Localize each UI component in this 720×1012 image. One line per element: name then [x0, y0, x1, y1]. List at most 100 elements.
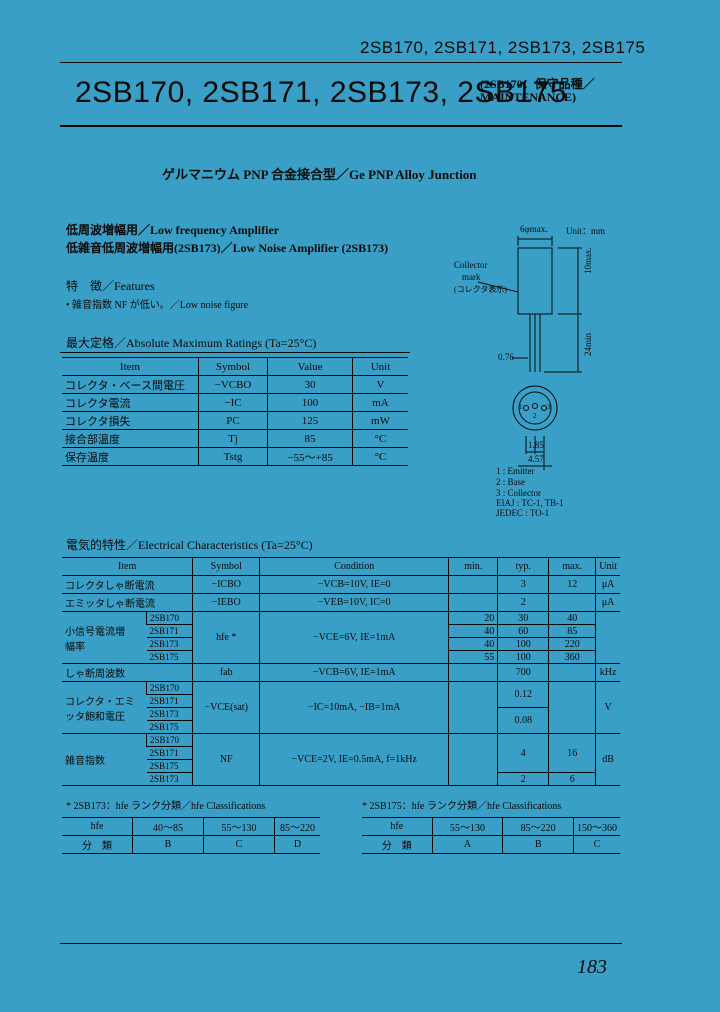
maintenance-note-line2: MAINTENANCE) — [480, 90, 576, 104]
pin-collector: 3 : Collector — [496, 488, 541, 498]
eiaj-label: EIAJ : TC-1, TB-1 — [496, 498, 564, 508]
cell: コレクタしゃ断電流 — [62, 575, 193, 594]
application-1: 低周波増幅用／Low frequency Amplifier — [66, 223, 280, 237]
application-2: 低雑音低周波増幅用(2SB173)／Low Noise Amplifier (2… — [66, 241, 389, 255]
table-row: 小信号電流増 幅率 2SB170 hfe * −VCE=6V, IE=1mA 2… — [62, 611, 620, 664]
cell: 接合部温度 — [62, 429, 199, 448]
cell: 2SB171 — [146, 746, 193, 760]
cell — [548, 681, 596, 734]
vcesat-item-line2: ッタ飽和電圧 — [65, 711, 125, 723]
cell: −VCE(sat) — [192, 681, 260, 734]
cell: −IEBO — [192, 593, 260, 612]
col-item: Item — [62, 557, 193, 576]
cell: −VEB=10V, IC=0 — [259, 593, 449, 612]
cell: 85 — [548, 624, 596, 638]
table-row: 2SB173 2 6 — [62, 772, 620, 786]
part-list-header: 2SB170, 2SB171, 2SB173, 2SB175 — [360, 38, 646, 57]
cell — [448, 663, 498, 682]
table-row: 保存温度 Tstg −55～+85 °C — [62, 447, 408, 466]
cell: D — [274, 835, 320, 854]
cell: 30 — [497, 611, 549, 625]
page-title: 2SB170, 2SB171, 2SB173, 2SB175 — [75, 76, 568, 109]
unit-label: Unit：mm — [566, 226, 606, 236]
class-173-heading: * 2SB173：hfe ランク分類／hfe Classifications — [66, 801, 266, 812]
cell: 40 — [448, 624, 498, 638]
cell — [595, 611, 620, 664]
col-symbol: Symbol — [192, 557, 260, 576]
cell: 85 — [267, 429, 353, 448]
cell: 4 — [497, 733, 549, 773]
cell: 55～130 — [431, 817, 503, 836]
cell: Tstg — [198, 447, 268, 466]
cell: コレクタ電流 — [62, 393, 199, 412]
cell: 分 類 — [62, 835, 133, 854]
package-body — [517, 247, 553, 315]
dim-b: 4.57 — [528, 454, 544, 464]
cell: 2SB175 — [146, 650, 193, 664]
abs-max-header-row: Item Symbol Value Unit — [62, 357, 408, 376]
table-row: 2SB171 — [62, 694, 620, 708]
cell: 雑音指数 — [62, 733, 147, 786]
cell: V — [595, 681, 620, 734]
cell: 20 — [448, 611, 498, 625]
cell: hfe * — [192, 611, 260, 664]
cell: mA — [352, 393, 408, 412]
table-row: 接合部温度 Tj 85 °C — [62, 429, 408, 448]
cell: コレクタ損失 — [62, 411, 199, 430]
cell: 2SB171 — [146, 624, 193, 638]
cell: −55～+85 — [267, 447, 353, 466]
cell: hfe — [62, 817, 133, 836]
cell: −IC=10mA, −IB=1mA — [259, 681, 449, 734]
col-unit: Unit — [352, 357, 408, 376]
pin-label-3: 3 — [547, 403, 551, 411]
pin-label-1: 1 — [519, 403, 523, 411]
cell: 12 — [548, 575, 596, 594]
col-unit: Unit — [595, 557, 620, 576]
cell: A — [431, 835, 503, 854]
cell: 2SB173 — [146, 772, 193, 786]
cell: エミッタしゃ断電流 — [62, 593, 193, 612]
cell: 2SB170 — [145, 681, 193, 695]
table-row: しゃ断周波数 fab −VCB=6V, IE=1mA 700 kHz — [62, 663, 620, 682]
cell: 55 — [448, 650, 498, 664]
cell: NF — [192, 733, 260, 786]
elec-header-row: Item Symbol Condition min. typ. max. Uni… — [62, 557, 620, 576]
cell — [548, 663, 596, 682]
table-row: 2SB175 — [62, 759, 620, 773]
cell: kHz — [595, 663, 620, 682]
table-row: 2SB173 0.08 — [62, 707, 620, 734]
pin-emitter: 1 : Emitter — [496, 466, 535, 476]
cell: 150～360 — [573, 817, 620, 836]
cell — [448, 593, 498, 612]
cell: fab — [192, 663, 260, 682]
cell: 分 類 — [362, 835, 433, 854]
bottom-view-inner — [518, 391, 552, 425]
cell: 2SB170 — [145, 733, 193, 747]
cell: しゃ断周波数 — [62, 663, 193, 682]
cell: 16 — [548, 733, 596, 773]
table-row: 2SB173 40 100 220 — [62, 637, 620, 651]
subtitle: ゲルマニウム PNP 合金接合型／Ge PNP Alloy Junction — [162, 167, 477, 182]
cell: hfe — [362, 817, 433, 836]
table-row: 2SB171 — [62, 746, 620, 760]
col-min: min. — [448, 557, 498, 576]
elec-heading: 電気的特性／Electrical Characteristics (Ta=25°… — [66, 538, 313, 552]
cell: −VCE=2V, IE=0.5mA, f=1kHz — [259, 733, 449, 786]
cell: 100 — [497, 637, 549, 651]
features-heading: 特 徴／Features — [66, 279, 155, 293]
maintenance-note: (2SB170：保守品種／ MAINTENANCE) — [480, 78, 595, 104]
cell: V — [352, 375, 408, 394]
cell: 3 — [497, 575, 549, 594]
col-value: Value — [267, 357, 353, 376]
table-row: 2SB175 — [62, 720, 620, 734]
cell: −VCBO — [198, 375, 268, 394]
collector-mark-1: Collector — [454, 260, 488, 270]
table-row: 雑音指数 2SB170 NF −VCE=2V, IE=0.5mA, f=1kHz… — [62, 733, 620, 786]
pin-2-dot — [532, 403, 538, 409]
header-rule — [60, 62, 622, 63]
dim-lead: 24min — [583, 332, 593, 356]
cell: 85～220 — [502, 817, 574, 836]
class-175-table: hfe 55～130 85～220 150～360 分 類 A B C — [362, 817, 620, 854]
title-rule — [60, 125, 622, 127]
cell: B — [502, 835, 574, 854]
